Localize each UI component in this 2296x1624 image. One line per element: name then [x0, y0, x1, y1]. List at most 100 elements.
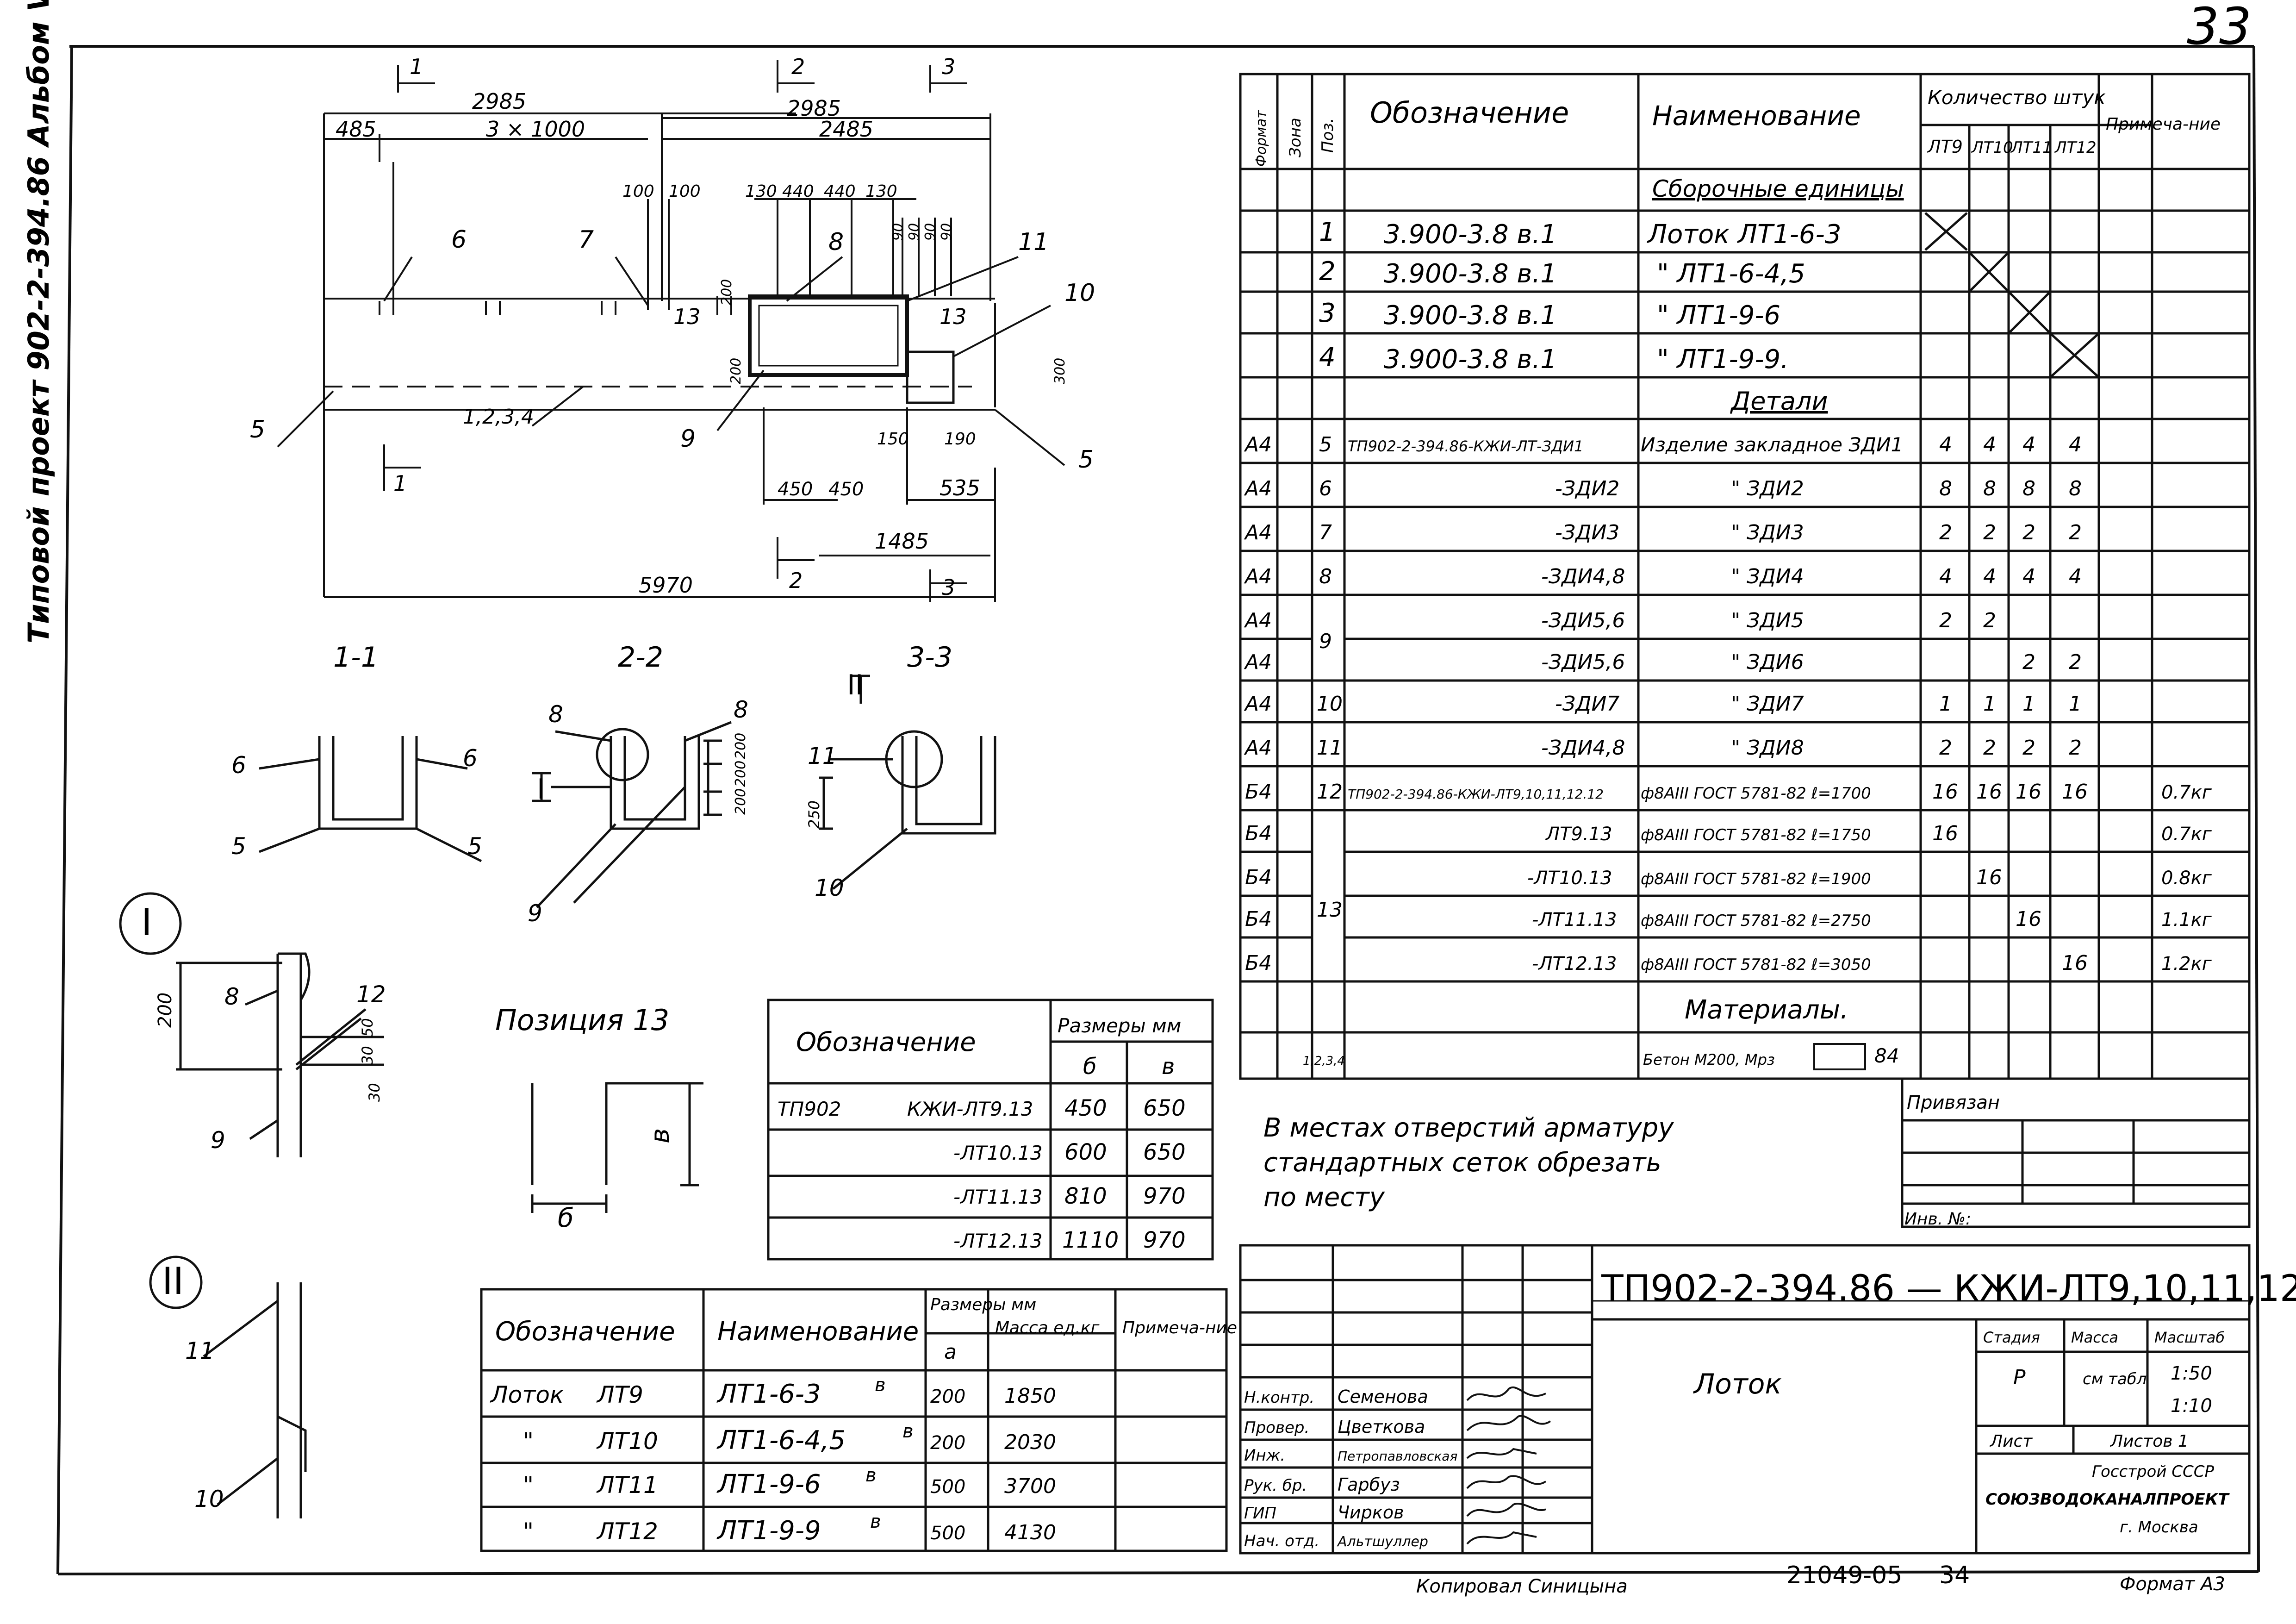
section-2-2-roman-I: I [537, 773, 545, 806]
section-3-3-callout-11: 11 [808, 743, 837, 769]
spec-row-q1: 4 [1939, 565, 1952, 588]
tray-row-d2: ЛТ10 [596, 1428, 658, 1455]
spec-table: Формат Зона Поз. Обозначение Наименовани… [1244, 86, 2221, 1068]
tray-row-d1: " [523, 1518, 534, 1545]
dim-2485: 2485 [819, 117, 873, 142]
tray-row-d2: ЛТ11 [596, 1472, 658, 1499]
sheet-number: 33 [2187, 0, 2252, 56]
spec-row-designation: 3.900-3.8 в.1 [1384, 300, 1557, 331]
spec-row: А4 5 ТП902-2-394.86-КЖИ-ЛТ-ЗДИ1 Изделие … [1244, 433, 2082, 456]
spec-row-name: " ЗДИ2 [1731, 477, 1804, 500]
detail-I-dim-50: 50 [359, 1018, 376, 1037]
stamp-scale-1: 1:50 [2171, 1363, 2212, 1384]
spec-row-format: А4 [1244, 692, 1272, 716]
spec-row-note: 0.7кг [2161, 824, 2212, 845]
callout-5-right: 5 [1078, 446, 1094, 474]
detail-II-callout-11: 11 [185, 1337, 215, 1364]
details-drawing [119, 892, 384, 1518]
spec-row-name: " ЗДИ4 [1731, 565, 1804, 588]
spec-row-name: ф8АIII ГОСТ 5781-82 ℓ=1750 [1641, 826, 1871, 844]
spec-row-designation: -ЗДИ4,8 [1541, 565, 1625, 588]
spec-row-pos: 8 [1319, 565, 1332, 588]
spec-concrete-suffix: 84 [1874, 1044, 1899, 1067]
spec-row-q4: 2 [2069, 650, 2082, 674]
role-label: Провер. [1244, 1418, 1309, 1437]
callout-13-b: 13 [940, 304, 967, 329]
spec-row-q2: 8 [1983, 477, 1996, 500]
spec-row-q3: 2 [2022, 521, 2035, 544]
spec-row-pos: 1 [1319, 217, 1336, 247]
spec-row-name: " ЗДИ3 [1731, 521, 1804, 544]
section-mark-1-bottom: 1 [393, 471, 407, 496]
dim-440-b: 440 [824, 182, 856, 201]
dim-90-a: 90 [890, 223, 906, 241]
pos13-row-b: 450 [1064, 1095, 1107, 1121]
spec-row: Б4 12 ТП902-2-394.86-КЖИ-ЛТ9,10,11,12.12… [1245, 780, 2212, 804]
detail-I-dim-200: 200 [155, 993, 176, 1028]
spec-concrete: Бетон М200, Мрз [1643, 1051, 1775, 1068]
section-mark-3-top: 3 [942, 54, 955, 79]
stamp-org-2: СОЮЗВОДОКАНАЛПРОЕКТ [1985, 1490, 2230, 1509]
spec-h-pos: Поз. [1319, 118, 1337, 153]
tray-row: " ЛТ11 ЛТ1-9-6 в 500 3700 [523, 1465, 1056, 1499]
role-label: ГИП [1244, 1504, 1276, 1523]
callout-5-left: 5 [250, 416, 265, 443]
pos13-table: Обозначение Размеры мм б в ТП902 КЖИ-ЛТ9… [778, 1014, 1186, 1253]
spec-row-q4: 4 [2069, 433, 2082, 456]
spec-row-pos: 13 [1317, 898, 1343, 922]
spec-row: А4 -ЗДИ5,6 " ЗДИ6 2 2 [1244, 650, 2082, 674]
spec-last-pos: 1,2,3,4 [1303, 1054, 1345, 1068]
tray-row-d2: ЛТ12 [596, 1518, 658, 1545]
binding-label: Привязан [1907, 1092, 2000, 1113]
role-name: Петропавловская [1338, 1449, 1457, 1464]
spec-row-name: " ЗДИ6 [1731, 650, 1804, 674]
role-name: Семенова [1338, 1387, 1428, 1407]
spec-row-pos: 11 [1317, 736, 1343, 760]
spec-section-assembly: Сборочные единицы [1652, 175, 1904, 202]
section-2-2-dim-200b: 200 [733, 761, 749, 787]
spec-h-format: Формат [1253, 110, 1269, 167]
spec-row-designation: -ЗДИ5,6 [1541, 609, 1625, 632]
spec-row-format: А4 [1244, 609, 1272, 632]
tray-row-d1: " [523, 1428, 534, 1455]
role-label: Нач. отд. [1244, 1532, 1319, 1550]
detail-II-callout-10: 10 [194, 1486, 224, 1512]
stamp-stage: Р [2013, 1366, 2026, 1389]
tray-row-sup: в [875, 1374, 886, 1396]
inv-label: Инв. №: [1904, 1210, 1971, 1229]
dim-450-a: 450 [778, 479, 813, 500]
sheet-frame [56, 45, 2260, 1575]
title-block: Привязан Инв. №: ТП902-2-394.86 — КЖИ-ЛТ… [1244, 1092, 2296, 1550]
tray-row: " ЛТ10 ЛТ1-6-4,5 в 200 2030 [523, 1421, 1056, 1455]
spec-row-format: Б4 [1245, 780, 1272, 804]
tray-row-mass: 4130 [1004, 1521, 1056, 1544]
spec-row-pos: 3 [1319, 298, 1336, 328]
dim-3x1000: 3 × 1000 [486, 117, 585, 142]
role-name: Альтшуллер [1337, 1534, 1428, 1550]
tray-col-mass: Масса ед.кг [995, 1318, 1100, 1337]
pos13-row-prefix: ТП902 [778, 1098, 841, 1120]
spec-row-note: 1.2кг [2161, 953, 2212, 974]
spec-row-name: " ЛТ1-9-6 [1657, 300, 1780, 331]
spec-h-q4: ЛТ12 [2054, 138, 2097, 157]
spec-row-format: Б4 [1245, 866, 1272, 889]
spec-row-pos: 9 [1319, 630, 1332, 653]
spec-row-note: 1.1кг [2161, 909, 2212, 931]
callout-11: 11 [1018, 228, 1049, 256]
section-2-2-dim-200c: 200 [733, 788, 749, 815]
tray-col-note: Примеча-ние [1122, 1318, 1237, 1337]
tray-row-d1: Лоток [490, 1381, 564, 1408]
dim-130-a: 130 [745, 182, 777, 201]
spec-h-q3: ЛТ11 [2010, 138, 2053, 157]
section-2-2-callout-8a: 8 [548, 701, 563, 728]
spec-row-designation: -ЛТ12.13 [1532, 953, 1617, 974]
spec-row-q3: 8 [2022, 477, 2035, 500]
spec-row-name: Лоток ЛТ1-6-3 [1647, 219, 1842, 250]
spec-row-format: А4 [1244, 521, 1272, 544]
stamp-org-1: Госстрой СССР [2092, 1462, 2214, 1481]
section-3-3-callout-10: 10 [815, 874, 844, 901]
spec-row-q1: 2 [1939, 521, 1952, 544]
spec-row-q1: 2 [1939, 736, 1952, 760]
spec-row: Б4 -ЛТ12.13 ф8АIII ГОСТ 5781-82 ℓ=3050 1… [1245, 951, 2212, 975]
section-3-3-roman-II: II [847, 669, 863, 701]
